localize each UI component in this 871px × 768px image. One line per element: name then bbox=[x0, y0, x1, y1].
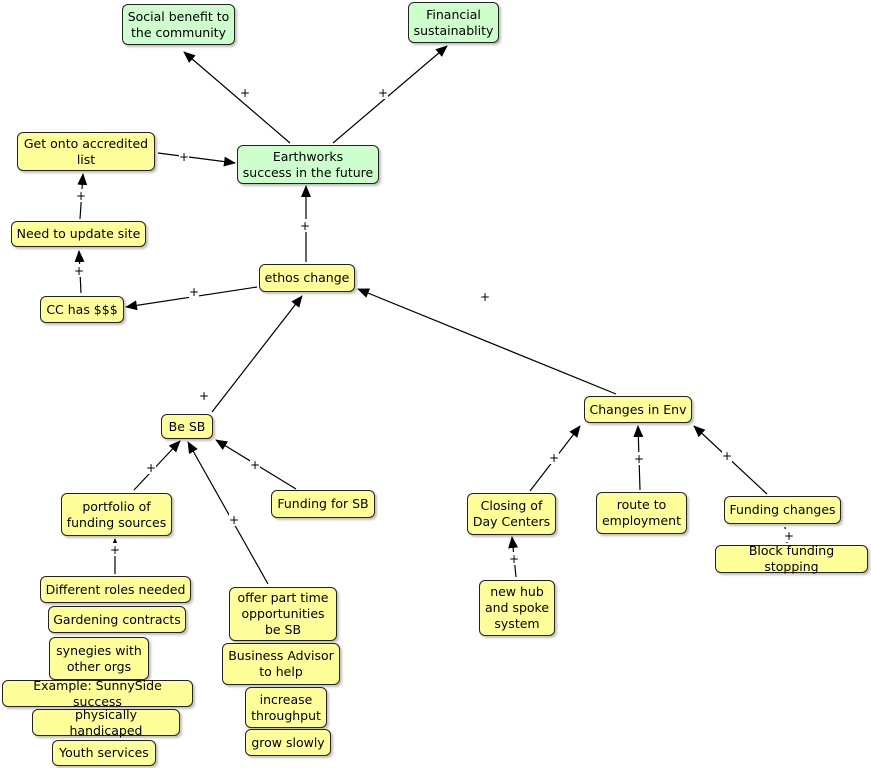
node-gardening-contracts[interactable]: Gardening contracts bbox=[48, 606, 186, 633]
link-label-bg bbox=[229, 513, 239, 526]
link-label-bg bbox=[634, 452, 644, 465]
node-social-benefit-label: Social benefit to the community bbox=[127, 8, 230, 40]
link-label-earthworks-to-social: + bbox=[240, 86, 250, 100]
node-part-time-opportunities[interactable]: offer part time opportunities be SB bbox=[229, 587, 337, 641]
link-label-changes-to-ethos: + bbox=[480, 290, 490, 304]
link-label-bg bbox=[179, 150, 189, 163]
node-cc-money-label: CC has $$$ bbox=[46, 301, 118, 317]
link-besb-to-ethos bbox=[211, 295, 303, 413]
link-label-bg bbox=[480, 290, 490, 303]
link-label-bg bbox=[199, 389, 209, 402]
link-label-bg bbox=[240, 86, 250, 99]
link-label-bg bbox=[189, 285, 199, 298]
link-label-bg bbox=[110, 543, 120, 556]
link-label-bg bbox=[549, 451, 559, 464]
node-funding-changes[interactable]: Funding changes bbox=[724, 496, 841, 524]
node-business-advisor[interactable]: Business Advisor to help bbox=[222, 643, 340, 685]
link-label-bg bbox=[378, 86, 388, 99]
link-label-parttime-to-besb: + bbox=[229, 513, 239, 527]
node-funding-changes-label: Funding changes bbox=[729, 502, 836, 517]
node-ethos-change[interactable]: ethos change bbox=[259, 264, 355, 292]
link-label-route-to-changes: + bbox=[634, 452, 644, 466]
node-synergies[interactable]: synegies with other orgs bbox=[49, 637, 149, 680]
node-ethos-change-label: ethos change bbox=[264, 270, 350, 285]
node-route-to-employment[interactable]: route to employment bbox=[596, 492, 687, 534]
node-portfolio-funding[interactable]: portfolio of funding sources bbox=[61, 493, 172, 536]
node-earthworks-success-label: Earthworks success in the future bbox=[242, 148, 374, 180]
node-business-advisor-label: Business Advisor to help bbox=[228, 648, 334, 679]
node-youth-services-label: Youth services bbox=[59, 745, 149, 760]
node-route-to-employment-label: route to employment bbox=[601, 497, 681, 528]
link-label-fundingchanges-to-changes: + bbox=[722, 449, 732, 463]
node-closing-day-centers-label: Closing of Day Centers bbox=[472, 498, 551, 529]
node-different-roles[interactable]: Different roles needed bbox=[40, 576, 191, 603]
node-part-time-opportunities-label: offer part time opportunities be SB bbox=[237, 590, 329, 637]
node-financial-sustainability[interactable]: Financial sustainablity bbox=[408, 2, 499, 43]
link-portfolio-to-besb bbox=[133, 440, 181, 491]
link-changes-to-ethos bbox=[357, 288, 617, 395]
link-label-portfolio-to-besb: + bbox=[146, 461, 156, 475]
node-be-sb-label: Be SB bbox=[168, 418, 206, 434]
node-physically-handicapped-label: physically handicaped bbox=[69, 706, 143, 738]
node-cc-money[interactable]: CC has $$$ bbox=[40, 296, 124, 323]
node-gardening-contracts-label: Gardening contracts bbox=[53, 611, 181, 627]
node-portfolio-funding-label: portfolio of funding sources bbox=[66, 498, 167, 530]
link-label-closing-to-changes: + bbox=[549, 451, 559, 465]
node-different-roles-label: Different roles needed bbox=[45, 581, 186, 597]
node-update-site-label: Need to update site bbox=[16, 226, 141, 241]
node-hub-and-spoke-label: new hub and spoke system bbox=[484, 584, 550, 631]
node-changes-in-env[interactable]: Changes in Env bbox=[584, 396, 692, 423]
link-label-bg bbox=[300, 219, 310, 232]
node-financial-sustainability-label: Financial sustainablity bbox=[413, 6, 494, 38]
node-grow-slowly[interactable]: grow slowly bbox=[245, 729, 331, 756]
link-label-cc-to-update: + bbox=[74, 264, 84, 278]
link-label-bg bbox=[74, 264, 84, 277]
node-hub-and-spoke[interactable]: new hub and spoke system bbox=[479, 580, 555, 636]
node-funding-for-sb-label: Funding for SB bbox=[277, 496, 369, 511]
node-physically-handicapped[interactable]: physically handicaped bbox=[32, 706, 180, 738]
node-sunnyside-example-label: Example: SunnySide success bbox=[33, 677, 162, 709]
node-closing-day-centers[interactable]: Closing of Day Centers bbox=[467, 493, 556, 535]
link-parttime-to-besb bbox=[187, 441, 269, 585]
link-earthworks-to-social bbox=[183, 51, 291, 144]
node-increase-throughput[interactable]: increase throughput bbox=[245, 687, 327, 728]
node-update-site[interactable]: Need to update site bbox=[11, 221, 146, 247]
link-label-besb-to-ethos: + bbox=[199, 389, 209, 403]
link-label-fundingsb-to-besb: + bbox=[250, 458, 260, 472]
node-be-sb[interactable]: Be SB bbox=[161, 414, 213, 439]
link-label-accredited-to-earthworks: + bbox=[179, 150, 189, 164]
link-label-earthworks-to-financial: + bbox=[378, 86, 388, 100]
node-accredited-list[interactable]: Get onto accredited list bbox=[17, 132, 155, 171]
link-label-bg bbox=[146, 461, 156, 474]
node-changes-in-env-label: Changes in Env bbox=[589, 401, 687, 417]
link-label-bg bbox=[784, 529, 794, 542]
link-label-update-to-accredited: + bbox=[76, 189, 86, 203]
node-increase-throughput-label: increase throughput bbox=[251, 691, 321, 723]
link-label-block-to-fundingchanges: + bbox=[784, 529, 794, 543]
node-grow-slowly-label: grow slowly bbox=[251, 734, 325, 750]
link-label-hub-to-closing: + bbox=[509, 552, 519, 566]
node-sunnyside-example[interactable]: Example: SunnySide success bbox=[2, 677, 193, 709]
node-earthworks-success[interactable]: Earthworks success in the future bbox=[237, 145, 379, 184]
link-label-roles-to-portfolio: + bbox=[110, 543, 120, 557]
link-label-bg bbox=[509, 552, 519, 565]
node-block-funding-stopping[interactable]: Block funding stopping bbox=[715, 543, 868, 574]
link-label-bg bbox=[722, 449, 732, 462]
node-youth-services[interactable]: Youth services bbox=[52, 740, 156, 766]
link-label-bg bbox=[250, 458, 260, 471]
link-label-bg bbox=[76, 189, 86, 202]
node-synergies-label: synegies with other orgs bbox=[56, 642, 142, 674]
link-earthworks-to-financial bbox=[332, 45, 448, 144]
node-block-funding-stopping-label: Block funding stopping bbox=[748, 543, 835, 574]
node-accredited-list-label: Get onto accredited list bbox=[23, 135, 149, 167]
link-label-ethos-to-earthworks: + bbox=[300, 219, 310, 233]
link-label-ethos-to-cc: + bbox=[189, 285, 199, 299]
node-funding-for-sb[interactable]: Funding for SB bbox=[271, 490, 375, 518]
link-accredited-to-earthworks bbox=[157, 152, 236, 167]
node-social-benefit[interactable]: Social benefit to the community bbox=[122, 4, 235, 45]
